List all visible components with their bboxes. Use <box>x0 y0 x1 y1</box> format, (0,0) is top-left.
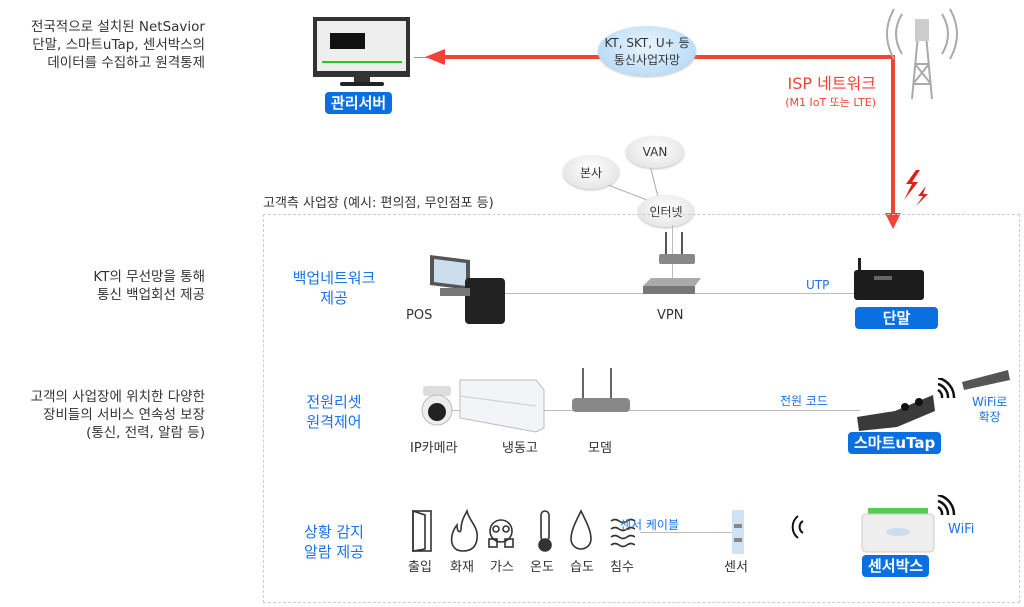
fire-icon <box>450 508 479 552</box>
smart-utap-icon <box>857 395 935 431</box>
sensor-label-fire: 화재 <box>450 560 474 575</box>
sensor-box-badge: 센서박스 <box>862 555 930 577</box>
sensor-label-humidity: 습도 <box>570 560 594 575</box>
lightning-icon <box>904 170 928 206</box>
cloud-hq: 본사 <box>563 155 619 189</box>
vpn-router-icon <box>643 232 701 294</box>
wireless-signal-icon <box>791 515 804 539</box>
isp-label: ISP 네트워크 (M1 IoT 또는 LTE) <box>785 74 876 109</box>
monitor-icon <box>313 17 410 86</box>
ip-camera-icon <box>421 386 453 426</box>
wifi-signal-icon <box>937 378 956 399</box>
wifi-icon <box>937 495 956 516</box>
utap-extender-icon <box>962 370 1010 390</box>
humidity-icon <box>570 509 592 550</box>
wifi-label: WiFi <box>948 522 975 537</box>
pos-label: POS <box>406 308 433 323</box>
sensor-label-gas: 가스 <box>490 560 514 575</box>
utp-label: UTP <box>806 278 830 292</box>
sensor-label-entry: 출입 <box>408 560 432 575</box>
server-badge: 관리서버 <box>325 92 393 114</box>
terminal-device-icon <box>854 258 924 300</box>
cell-tower-icon <box>886 8 958 100</box>
sensor-cable-label: 센서 케이블 <box>620 518 680 532</box>
power-cord-label: 전원 코드 <box>780 394 828 408</box>
modem-label: 모뎀 <box>588 441 612 456</box>
sensor-label-flood: 침수 <box>610 560 634 575</box>
site-title: 고객측 사업장 (예시: 편의점, 무인점포 등) <box>263 196 494 211</box>
sensor-box-icon <box>861 508 935 553</box>
cloud-van: VAN <box>626 136 684 168</box>
sensor-icon <box>732 510 744 554</box>
camera-label: IP카메라 <box>410 441 458 456</box>
sensor-label: 센서 <box>724 560 748 575</box>
sensor-label-temp: 온도 <box>530 560 554 575</box>
cloud-internet: 인터넷 <box>638 195 694 227</box>
modem-icon <box>572 368 630 412</box>
freezer-icon <box>459 379 545 433</box>
terminal-badge: 단말 <box>855 307 938 329</box>
thermometer-icon <box>538 510 552 552</box>
sensor-type-icons <box>412 508 635 552</box>
door-icon <box>412 509 432 552</box>
pos-icon <box>430 255 505 324</box>
site-box <box>263 214 1020 603</box>
vpn-label: VPN <box>657 308 684 323</box>
flood-icon <box>610 518 635 548</box>
gas-mask-icon <box>488 519 514 548</box>
freezer-label: 냉동고 <box>502 441 538 456</box>
utap-badge: 스마트uTap <box>848 432 942 454</box>
